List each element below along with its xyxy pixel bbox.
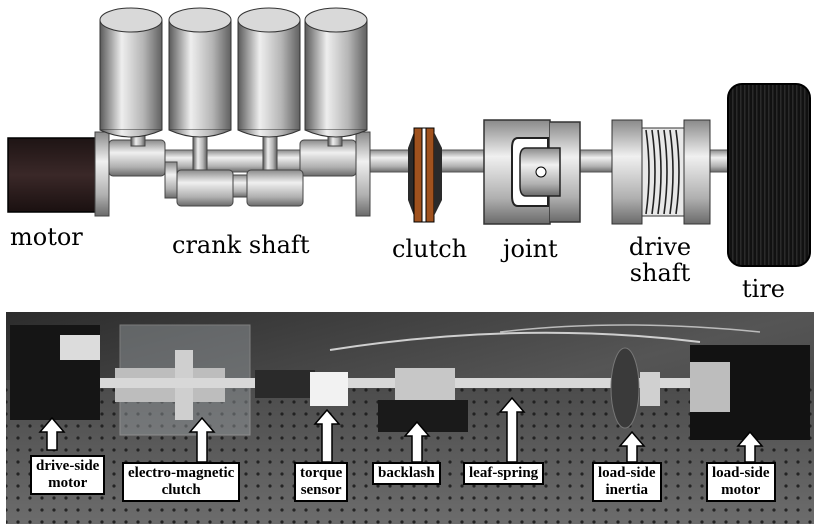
callout-load-side-motor-line1: load-side <box>712 465 770 481</box>
callout-drive-side-motor-line2: motor <box>48 475 88 491</box>
arrow-torque-sensor <box>313 408 341 463</box>
photo-motor-plate <box>60 335 100 360</box>
motor-graphic <box>7 137 99 213</box>
arrow-load-side-inertia <box>618 430 646 463</box>
callout-drive-side-motor: drive-side motor <box>30 455 106 495</box>
photo-cable-1 <box>329 331 701 351</box>
schematic <box>7 7 811 267</box>
crank-throws <box>164 161 304 207</box>
arrow-load-side-motor <box>736 430 764 463</box>
callout-torque-sensor: torque sensor <box>294 462 349 502</box>
tire-graphic <box>727 83 811 267</box>
cylinder-2 <box>168 7 232 138</box>
cylinder-4 <box>304 7 368 138</box>
photo <box>6 312 814 524</box>
label-crank-shaft: crank shaft <box>172 231 310 259</box>
clutch-graphic <box>408 127 442 223</box>
label-joint: joint <box>503 235 558 263</box>
arrow-clutch <box>188 416 216 463</box>
cylinder-1 <box>99 7 163 138</box>
photo-inertia-hub <box>640 372 660 406</box>
label-motor: motor <box>10 223 83 251</box>
callout-load-side-inertia-line2: inertia <box>605 482 649 498</box>
arrow-leaf-spring <box>498 396 526 463</box>
callout-electro-magnetic-clutch-line2: clutch <box>161 482 201 498</box>
photo-cable-2 <box>499 324 761 333</box>
callout-load-side-motor: load-side motor <box>706 462 776 502</box>
cylinder-3 <box>237 7 301 138</box>
callout-load-side-inertia: load-side inertia <box>592 462 662 502</box>
callout-load-side-motor-line2: motor <box>721 482 761 498</box>
drive-shaft-graphic <box>611 119 711 225</box>
callout-electro-magnetic-clutch: electro-magnetic clutch <box>122 462 241 502</box>
callout-torque-sensor-line2: sensor <box>300 482 342 498</box>
callout-leaf-spring: leaf-spring <box>463 462 545 485</box>
callout-drive-side-motor-line1: drive-side <box>36 458 100 474</box>
photo-backlash-base <box>378 400 468 432</box>
photo-arrows <box>38 396 764 463</box>
joint-graphic <box>483 119 581 225</box>
label-drive-shaft-line2: shaft <box>629 259 691 287</box>
callout-load-side-inertia-line1: load-side <box>598 465 656 481</box>
label-clutch: clutch <box>392 235 468 263</box>
callout-backlash: backlash <box>372 462 441 485</box>
arrow-backlash <box>403 420 431 463</box>
callout-electro-magnetic-clutch-line1: electro-magnetic <box>128 465 235 481</box>
photo-torque-sensor <box>255 370 315 398</box>
callout-torque-sensor-line1: torque <box>300 465 343 481</box>
cylinders <box>99 7 368 138</box>
crank-bearings <box>94 131 371 217</box>
label-drive-shaft: drive shaft <box>620 234 700 286</box>
photo-motor-flange <box>690 362 730 412</box>
photo-sensor-tag <box>310 372 348 406</box>
label-tire: tire <box>742 275 785 303</box>
arrow-drive-side-motor <box>38 416 66 451</box>
photo-backlash-coupling <box>395 368 455 400</box>
label-drive-shaft-line1: drive <box>628 233 692 261</box>
photo-load-side-inertia <box>610 347 640 429</box>
